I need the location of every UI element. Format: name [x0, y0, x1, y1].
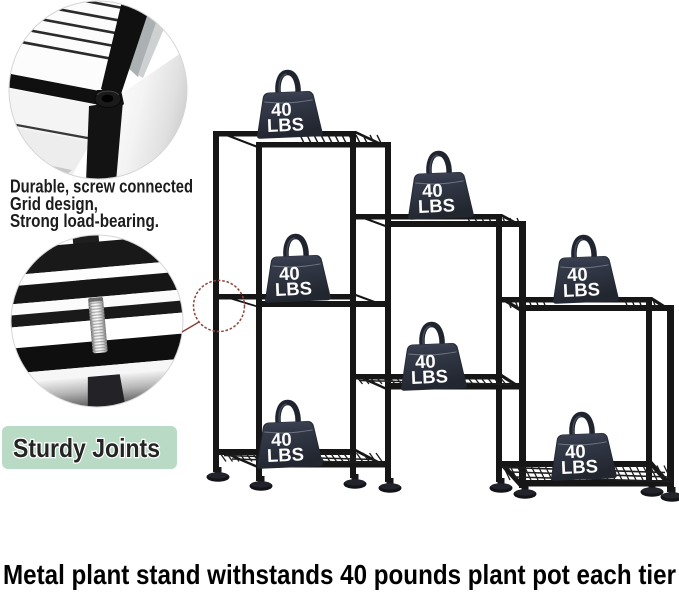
- svg-text:Grid design,: Grid design,: [10, 194, 98, 214]
- svg-text:Metal plant stand withstands 4: Metal plant stand withstands 40 pounds p…: [3, 559, 676, 590]
- svg-text:Strong load-bearing.: Strong load-bearing.: [10, 211, 159, 231]
- svg-text:Durable, screw connected: Durable, screw connected: [10, 177, 193, 197]
- svg-text:Sturdy Joints: Sturdy Joints: [13, 433, 160, 463]
